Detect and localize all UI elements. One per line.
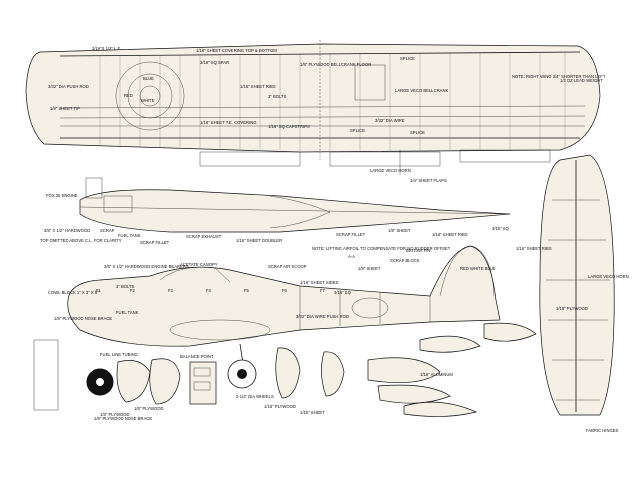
wing-pushrod-label: 3/32" DIA PUSH ROD (48, 84, 89, 89)
side-balance-label: BALANCE POINT (180, 354, 214, 359)
stabilizer-outline (539, 154, 615, 416)
former-tags: F1 F2 F3 F4 F5 F6 F7 (96, 288, 326, 293)
side-cowl-label: COWL BLOCK 1" X 3" X 6" (48, 290, 99, 295)
tail-sheet-ribs-label: 1/16" SHEET RIBS (516, 246, 552, 251)
wing-splice-label-2: SPLICE (350, 128, 365, 133)
wing-outline (25, 43, 601, 153)
fuselage-top-view: FOX 35 ENGINE 3/8" X 1/2" HARDWOOD SCRAP… (40, 177, 511, 245)
wing-spar-label: 3/16" SQ SPAR (200, 60, 229, 65)
canopy-part (403, 401, 478, 417)
tail-fabric-hinges-label: FABRIC HINGES (586, 428, 619, 433)
side-sheet-label: 1/8" SHEET (358, 266, 381, 271)
top-scrap-label: SCRAP (100, 228, 115, 233)
side-plywood-label: 1/16" PLYWOOD (264, 404, 296, 409)
fuselage-side-outline (67, 245, 501, 347)
former-tag-6: F6 (282, 288, 288, 293)
wing-splice-label-3: SPLICE (410, 130, 425, 135)
top-fuel-tank-label: FUEL TANK (118, 233, 141, 238)
fuselage-top-outline (79, 189, 511, 233)
wing-horn-label: LARGE VECO HORN (370, 168, 411, 173)
wing-sheet-covering-label: 1/16" SHEET COVERING TOP & BOTTOM (196, 48, 277, 53)
wing-capstrips-label: 1/16" SQ CAPSTRIPS (268, 124, 310, 129)
side-air-scoop-label: SCRAP AIR SCOOP (268, 264, 307, 269)
side-bolts-label: 3" BOLTS (116, 284, 135, 289)
wing-bellcrank-label: LARGE VECO BELLCRANK (395, 88, 448, 93)
side-wheels-label: 2-1/2" DIA WHEELS (236, 394, 274, 399)
top-engine-label: FOX 35 ENGINE (46, 193, 78, 198)
roundel-blue-label: BLUE (143, 76, 154, 81)
top-scrap-fillet-label-2: SCRAP FILLET (336, 232, 366, 237)
side-scrap-block-label: SCRAP BLOCK (390, 258, 420, 263)
bottom-nose-brace-label: 1/8" PLYWOOD NOSE BRACE (94, 416, 152, 421)
wing-wire-label: 3/32" DIA WIRE (375, 118, 405, 123)
top-doubler-label: 1/16" SHEET DOUBLER (236, 238, 282, 243)
tail-plywood-label: 1/16" PLYWOOD (556, 306, 588, 311)
wing-bolts-label: 3" BOLTS (268, 94, 287, 99)
wing-te-label: 1/16" SHEET T.E. COVERING (200, 120, 257, 125)
top-scrap-exhaust-label: SCRAP EXHAUST (186, 234, 222, 239)
side-sq-label: 3/16" SQ (334, 290, 352, 295)
wing-plan-view: BLUE WHITE RED 3/16"X 1/2" L.E. 1/16" SH… (25, 40, 606, 183)
side-fuel-line-label: FUEL LINE TUBING (100, 352, 138, 357)
top-omitted-label: TOP OMITTED ABOVE C.L. FOR CLARITY (40, 238, 122, 243)
former-tag-1: F1 (96, 288, 102, 293)
wing-ribs (99, 52, 566, 151)
former-tag-5: F5 (244, 288, 250, 293)
side-engine-bearers-label: 3/8" X 1/2" HARDWOOD ENGINE BEARERS (104, 264, 189, 269)
wing-right-wing-note: NOTE: RIGHT WING 3/4" SHORTER THAN LEFT (512, 74, 606, 79)
fin (439, 245, 495, 297)
former-tag-3: F3 (168, 288, 174, 293)
wing-lead-label: 1/2 OZ LEAD WEIGHT (560, 78, 603, 83)
top-hardwood-label: 3/8" X 1/2" HARDWOOD (44, 228, 90, 233)
wing-plywood-floor-label: 1/8" PLYWOOD BELLCRANK FLOOR (300, 62, 371, 67)
tail-horn-label: LARGE VECO HORN (588, 274, 629, 279)
bottom-wheel-pant-label: 1/16" SHEET (300, 410, 325, 415)
wing-roundel: BLUE WHITE RED (115, 61, 185, 131)
canopy (159, 267, 231, 283)
side-british-fin-label: BRITISH FIN (406, 248, 430, 253)
stabilizer-plan-view: 1/16" SHEET RIBS 3/16" SQ LARGE VECO HOR… (492, 154, 629, 433)
wing-tip-label: 1/8" SHEET TIP (50, 106, 80, 111)
side-fuel-tank-label: FUEL TANK (116, 310, 139, 315)
side-canopy-label: ACETATE CANOPY (180, 262, 218, 267)
bottom-plywood-b-label: 1/8" PLYWOOD (134, 406, 164, 411)
parts-formers: 1/8" PLYWOOD 1/8" PLYWOOD 1/8" PLYWOOD N… (33, 322, 537, 421)
side-note-lift-label: NOTE: LIFTING AIRFOIL TO COMPENSATE FOR … (312, 246, 451, 251)
roundel-white-label: WHITE (141, 98, 155, 103)
fuselage-side-view: ACETATE CANOPY 3/8" X 1/2" HARDWOOD ENGI… (48, 232, 501, 409)
side-sheet-sides-label: 1/16" SHEET SIDES (300, 280, 339, 285)
former-tag-2: F2 (130, 288, 136, 293)
former-tag-7: F7 (320, 288, 326, 293)
wing-flaps-label: 1/4" SHEET FLAPS (410, 178, 447, 183)
wing-le-label: 3/16"X 1/2" L.E. (92, 46, 122, 51)
side-wire-pushrod-label: 3/32" DIA WIRE PUSH ROD (296, 314, 349, 319)
top-sheet-label: 1/8" SHEET (388, 228, 411, 233)
wing-rib-label: 1/16" SHEET RIBS (240, 84, 276, 89)
side-nose-brace-label: 1/8" PLYWOOD NOSE BRACE (54, 316, 112, 321)
top-scrap-fillet-label: SCRAP FILLET (140, 240, 170, 245)
bottom-aluminium-label: 1/16" ALUMINUM (420, 372, 453, 377)
side-rwb-label: RED WHITE BLUE (460, 266, 496, 271)
tail-sq-label: 3/16" SQ (492, 226, 510, 231)
former-tag-4: F4 (206, 288, 212, 293)
wing-splice-label: SPLICE (400, 56, 415, 61)
bottom-plywood-a-label: 1/8" PLYWOOD (100, 412, 130, 417)
roundel-red-label: RED (124, 93, 133, 98)
side-sheet-ribs-label: 1/16" SHEET RIBS (432, 232, 468, 237)
side-aa-label: A-A (348, 254, 355, 259)
